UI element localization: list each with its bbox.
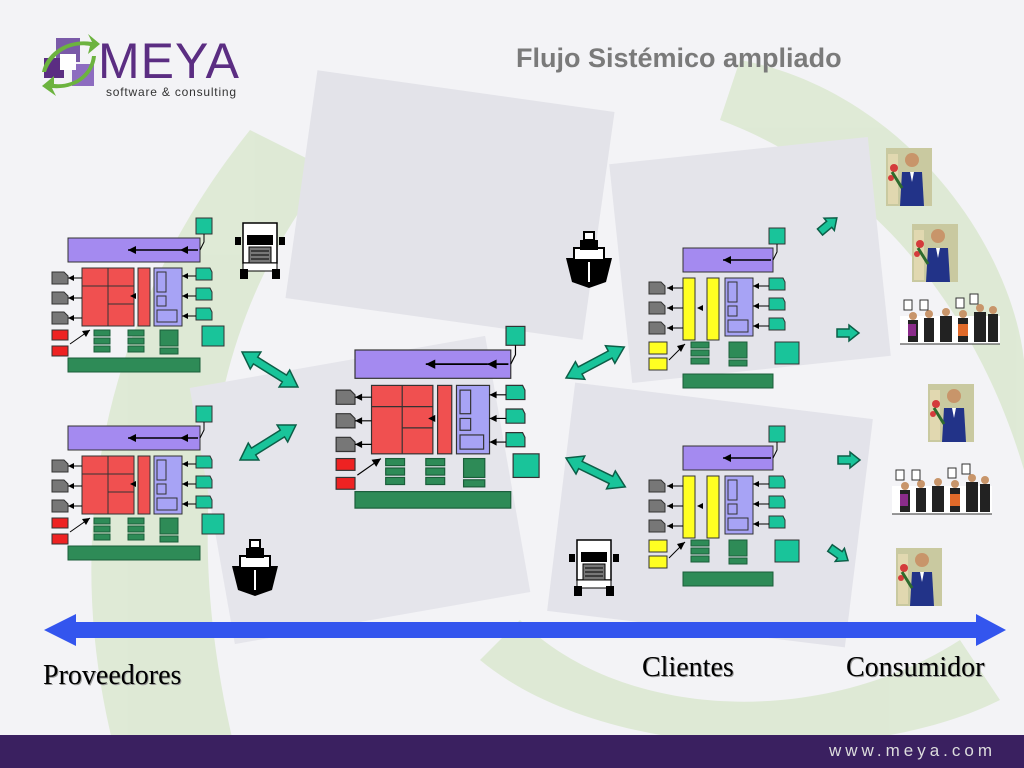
person-icon xyxy=(910,222,960,284)
label-suppliers: Proveedores xyxy=(43,660,182,691)
ship-icon xyxy=(231,539,279,597)
truck-icon xyxy=(234,222,286,280)
consumer-arrow-4 xyxy=(824,540,854,568)
flow-arrow-supplier-bottom xyxy=(233,415,303,470)
logo-mark-icon xyxy=(42,34,100,96)
truck-icon xyxy=(568,539,620,597)
footer-bar: www.meya.com xyxy=(0,735,1024,768)
central-node xyxy=(335,325,540,510)
crowd-icon xyxy=(891,463,993,515)
page-title: Flujo Sistémico ampliado xyxy=(516,43,842,73)
consumer-arrow-1 xyxy=(814,210,843,239)
client-node-bottom xyxy=(648,425,800,587)
crowd-icon xyxy=(899,293,1001,345)
person-icon xyxy=(894,546,944,608)
supply-chain-axis-arrow xyxy=(44,614,1006,646)
supplier-node-bottom xyxy=(51,405,225,561)
flow-arrow-supplier-top xyxy=(235,342,305,397)
ship-icon xyxy=(565,231,613,289)
label-clients: Clientes xyxy=(642,652,734,683)
person-icon xyxy=(926,382,976,444)
logo xyxy=(36,30,276,100)
consumer-arrow-3 xyxy=(837,451,861,469)
flow-arrow-client-bottom xyxy=(560,448,631,497)
supplier-node-top xyxy=(51,217,225,373)
logo-wordmark: MEYA xyxy=(98,33,240,89)
person-icon xyxy=(884,146,934,208)
label-consumer: Consumidor xyxy=(846,652,985,683)
consumer-arrow-2 xyxy=(836,324,860,342)
footer-url[interactable]: www.meya.com xyxy=(828,741,996,760)
client-node-top xyxy=(648,227,800,389)
logo-tagline: software & consulting xyxy=(106,85,237,99)
flow-arrow-client-top xyxy=(560,337,630,388)
